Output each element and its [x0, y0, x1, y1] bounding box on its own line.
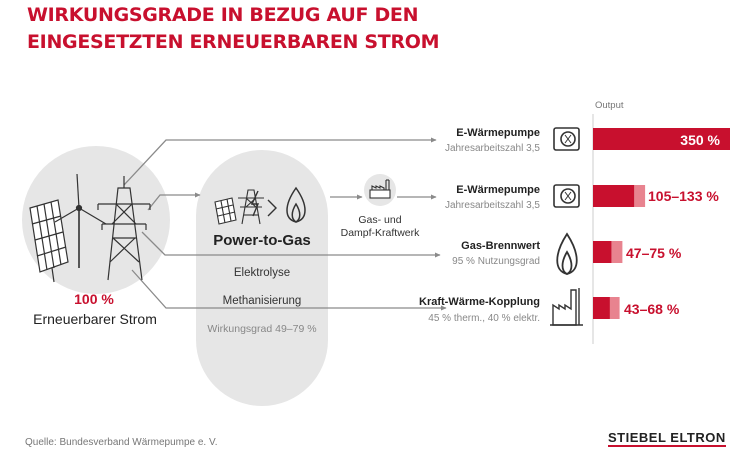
connector-lines: [123, 137, 447, 311]
output-value-chp: 43–68 %: [624, 301, 680, 317]
bar-low-gas-condensing: [593, 241, 612, 263]
output-name-heatpump-direct: E-Wärmepumpe: [456, 127, 540, 139]
output-sub-heatpump-direct: Jahresarbeitszahl 3,5: [445, 143, 540, 154]
input-value: 100 %: [74, 291, 114, 307]
ptg-icon-group: [214, 186, 306, 225]
title-line-2: EINGESETZTEN ERNEUERBAREN STROM: [27, 31, 440, 53]
plant-label-line1: Gas- und: [358, 214, 401, 226]
bar-low-chp: [593, 297, 610, 319]
power-plant-icon: [364, 174, 396, 206]
output-bars: [593, 128, 730, 319]
solar-panel-small-icon: [214, 197, 237, 225]
pylon-icon: [97, 176, 151, 281]
output-sub-gas-condensing: 95 % Nutzungsgrad: [452, 256, 540, 267]
output-value-gas-condensing: 47–75 %: [626, 245, 682, 261]
input-label: Erneuerbarer Strom: [33, 311, 157, 327]
chevron-right-icon: [267, 199, 277, 217]
chp-plant-icon: [550, 288, 583, 326]
line-input-to-ptg: [147, 192, 201, 211]
line-input-to-gas-condensing: [141, 231, 441, 258]
output-name-chp: Kraft-Wärme-Kopplung: [419, 296, 540, 308]
source-note: Quelle: Bundesverband Wärmepumpe e. V.: [25, 437, 218, 448]
bar-low-heatpump-direct: [593, 128, 730, 150]
output-header: Output: [595, 100, 624, 111]
bar-low-heatpump-plant: [593, 185, 635, 207]
title-line-1: WIRKUNGSGRADE IN BEZUG AUF DEN: [27, 4, 419, 26]
renewable-icon: [29, 173, 151, 283]
solar-panel-icon: [29, 199, 69, 283]
page-title: WIRKUNGSGRADE IN BEZUG AUF DEN EINGESETZ…: [27, 2, 440, 56]
lightning-icon: [250, 190, 260, 217]
heat-pump-icon: [553, 127, 580, 151]
ptg-step-methanation: Methanisierung: [223, 295, 302, 307]
output-sub-chp: 45 % therm., 40 % elektr.: [428, 313, 540, 324]
flame-icon: [556, 232, 578, 276]
flame-icon: [286, 186, 306, 223]
line-input-to-chp: [131, 269, 447, 311]
output-value-heatpump-plant: 105–133 %: [648, 188, 719, 204]
brand-logo: STIEBEL ELTRON: [608, 430, 726, 447]
ptg-efficiency: Wirkungsgrad 49–79 %: [207, 323, 316, 335]
output-sub-heatpump-plant: Jahresarbeitszahl 3,5: [445, 200, 540, 211]
output-name-heatpump-plant: E-Wärmepumpe: [456, 184, 540, 196]
ptg-step-electrolysis: Elektrolyse: [234, 267, 290, 279]
output-name-gas-condensing: Gas-Brennwert: [461, 240, 540, 252]
line-input-to-heatpump: [123, 137, 437, 186]
output-value-heatpump-direct: 350 %: [680, 132, 720, 148]
wind-turbine-icon: [54, 173, 107, 268]
plant-label-line2: Dampf-Kraftwerk: [341, 227, 421, 239]
ptg-title: Power-to-Gas: [213, 232, 311, 249]
heat-pump-icon: [553, 184, 580, 208]
